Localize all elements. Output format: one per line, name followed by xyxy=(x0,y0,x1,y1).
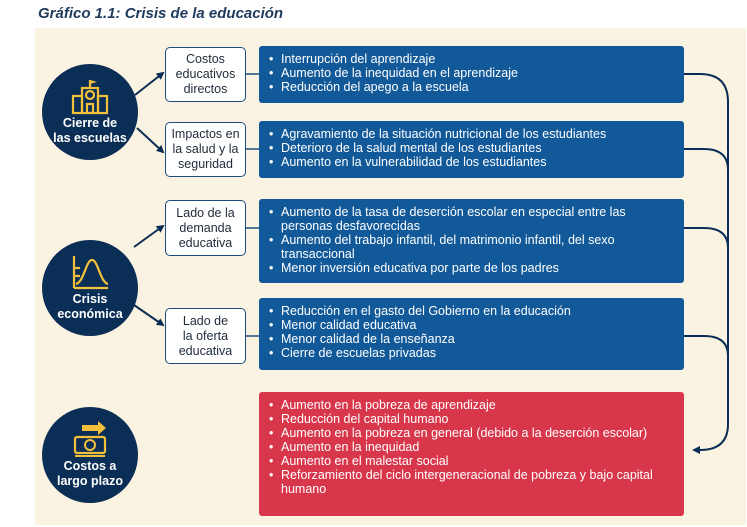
bracket-join-oferta xyxy=(684,335,729,357)
cause-label-cierre: Cierre de las escuelas xyxy=(53,116,127,145)
channel-box-lado-demanda: Lado de la demanda educativa xyxy=(165,200,246,256)
effects-box-impactos-salud: Agravamiento de la situación nutricional… xyxy=(259,121,684,178)
cause-circle-costos-largo-plazo: Costos a largo plazo xyxy=(42,407,138,503)
bracket-join-impactos xyxy=(684,148,729,171)
money-icon xyxy=(73,421,107,457)
effect-item: Reducción del apego a la escuela xyxy=(267,80,674,94)
arrow-cierre-to-impactos xyxy=(136,127,165,154)
effect-item: Interrupción del aprendizaje xyxy=(267,52,674,66)
channel-label: Lado de la oferta educativa xyxy=(178,313,233,358)
arrow-crisis-to-oferta xyxy=(133,304,165,327)
long-term-item: Reforzamiento del ciclo intergeneraciona… xyxy=(267,468,674,496)
effects-box-lado-demanda: Aumento de la tasa de deserción escolar … xyxy=(259,199,684,283)
effect-item: Aumento del trabajo infantil, del matrim… xyxy=(267,233,674,261)
channel-label: Lado de la demanda educativa xyxy=(176,205,235,250)
arrow-cierre-to-costos xyxy=(134,71,165,96)
effect-item: Cierre de escuelas privadas xyxy=(267,346,674,360)
channel-box-costos-educativos: Costos educativos directos xyxy=(165,47,246,102)
channel-box-lado-oferta: Lado de la oferta educativa xyxy=(165,308,246,364)
effect-item: Menor calidad educativa xyxy=(267,318,674,332)
long-term-item: Aumento en la inequidad xyxy=(267,440,674,454)
long-term-item: Aumento en la pobreza en general (debido… xyxy=(267,426,674,440)
effects-box-costos-educativos: Interrupción del aprendizaje Aumento de … xyxy=(259,46,684,103)
effects-box-lado-oferta: Reducción en el gasto del Gobierno en la… xyxy=(259,298,684,370)
bracket-to-long-term xyxy=(684,73,729,454)
cause-circle-cierre-escuelas: Cierre de las escuelas xyxy=(42,64,138,160)
effect-item: Menor inversión educativa por parte de l… xyxy=(267,261,674,275)
arrow-crisis-to-demanda xyxy=(133,224,165,248)
school-icon xyxy=(71,80,109,115)
figure-title: Gráfico 1.1: Crisis de la educación xyxy=(38,5,284,22)
bracket-join-demanda xyxy=(684,227,729,249)
effect-item: Deterioro de la salud mental de los estu… xyxy=(267,141,674,155)
long-term-effects-box: Aumento en la pobreza de aprendizaje Red… xyxy=(259,392,684,516)
long-term-item: Aumento en el malestar social xyxy=(267,454,674,468)
economic-chart-icon xyxy=(72,256,109,290)
effect-item: Aumento de la tasa de deserción escolar … xyxy=(267,205,674,233)
effect-item: Menor calidad de la enseñanza xyxy=(267,332,674,346)
long-term-item: Aumento en la pobreza de aprendizaje xyxy=(267,398,674,412)
effect-item: Aumento en la vulnerabilidad de los estu… xyxy=(267,155,674,169)
long-term-item: Reducción del capital humano xyxy=(267,412,674,426)
cause-circle-crisis-economica: Crisis económica xyxy=(42,240,138,336)
channel-box-impactos-salud: Impactos en la salud y la seguridad xyxy=(165,122,246,177)
cause-label-crisis: Crisis económica xyxy=(57,292,123,321)
cause-label-costos: Costos a largo plazo xyxy=(57,459,123,488)
effect-item: Aumento de la inequidad en el aprendizaj… xyxy=(267,66,674,80)
effect-item: Agravamiento de la situación nutricional… xyxy=(267,127,674,141)
effect-item: Reducción en el gasto del Gobierno en la… xyxy=(267,304,674,318)
channel-label: Costos educativos directos xyxy=(175,52,236,96)
channel-label: Impactos en la salud y la seguridad xyxy=(171,127,240,171)
